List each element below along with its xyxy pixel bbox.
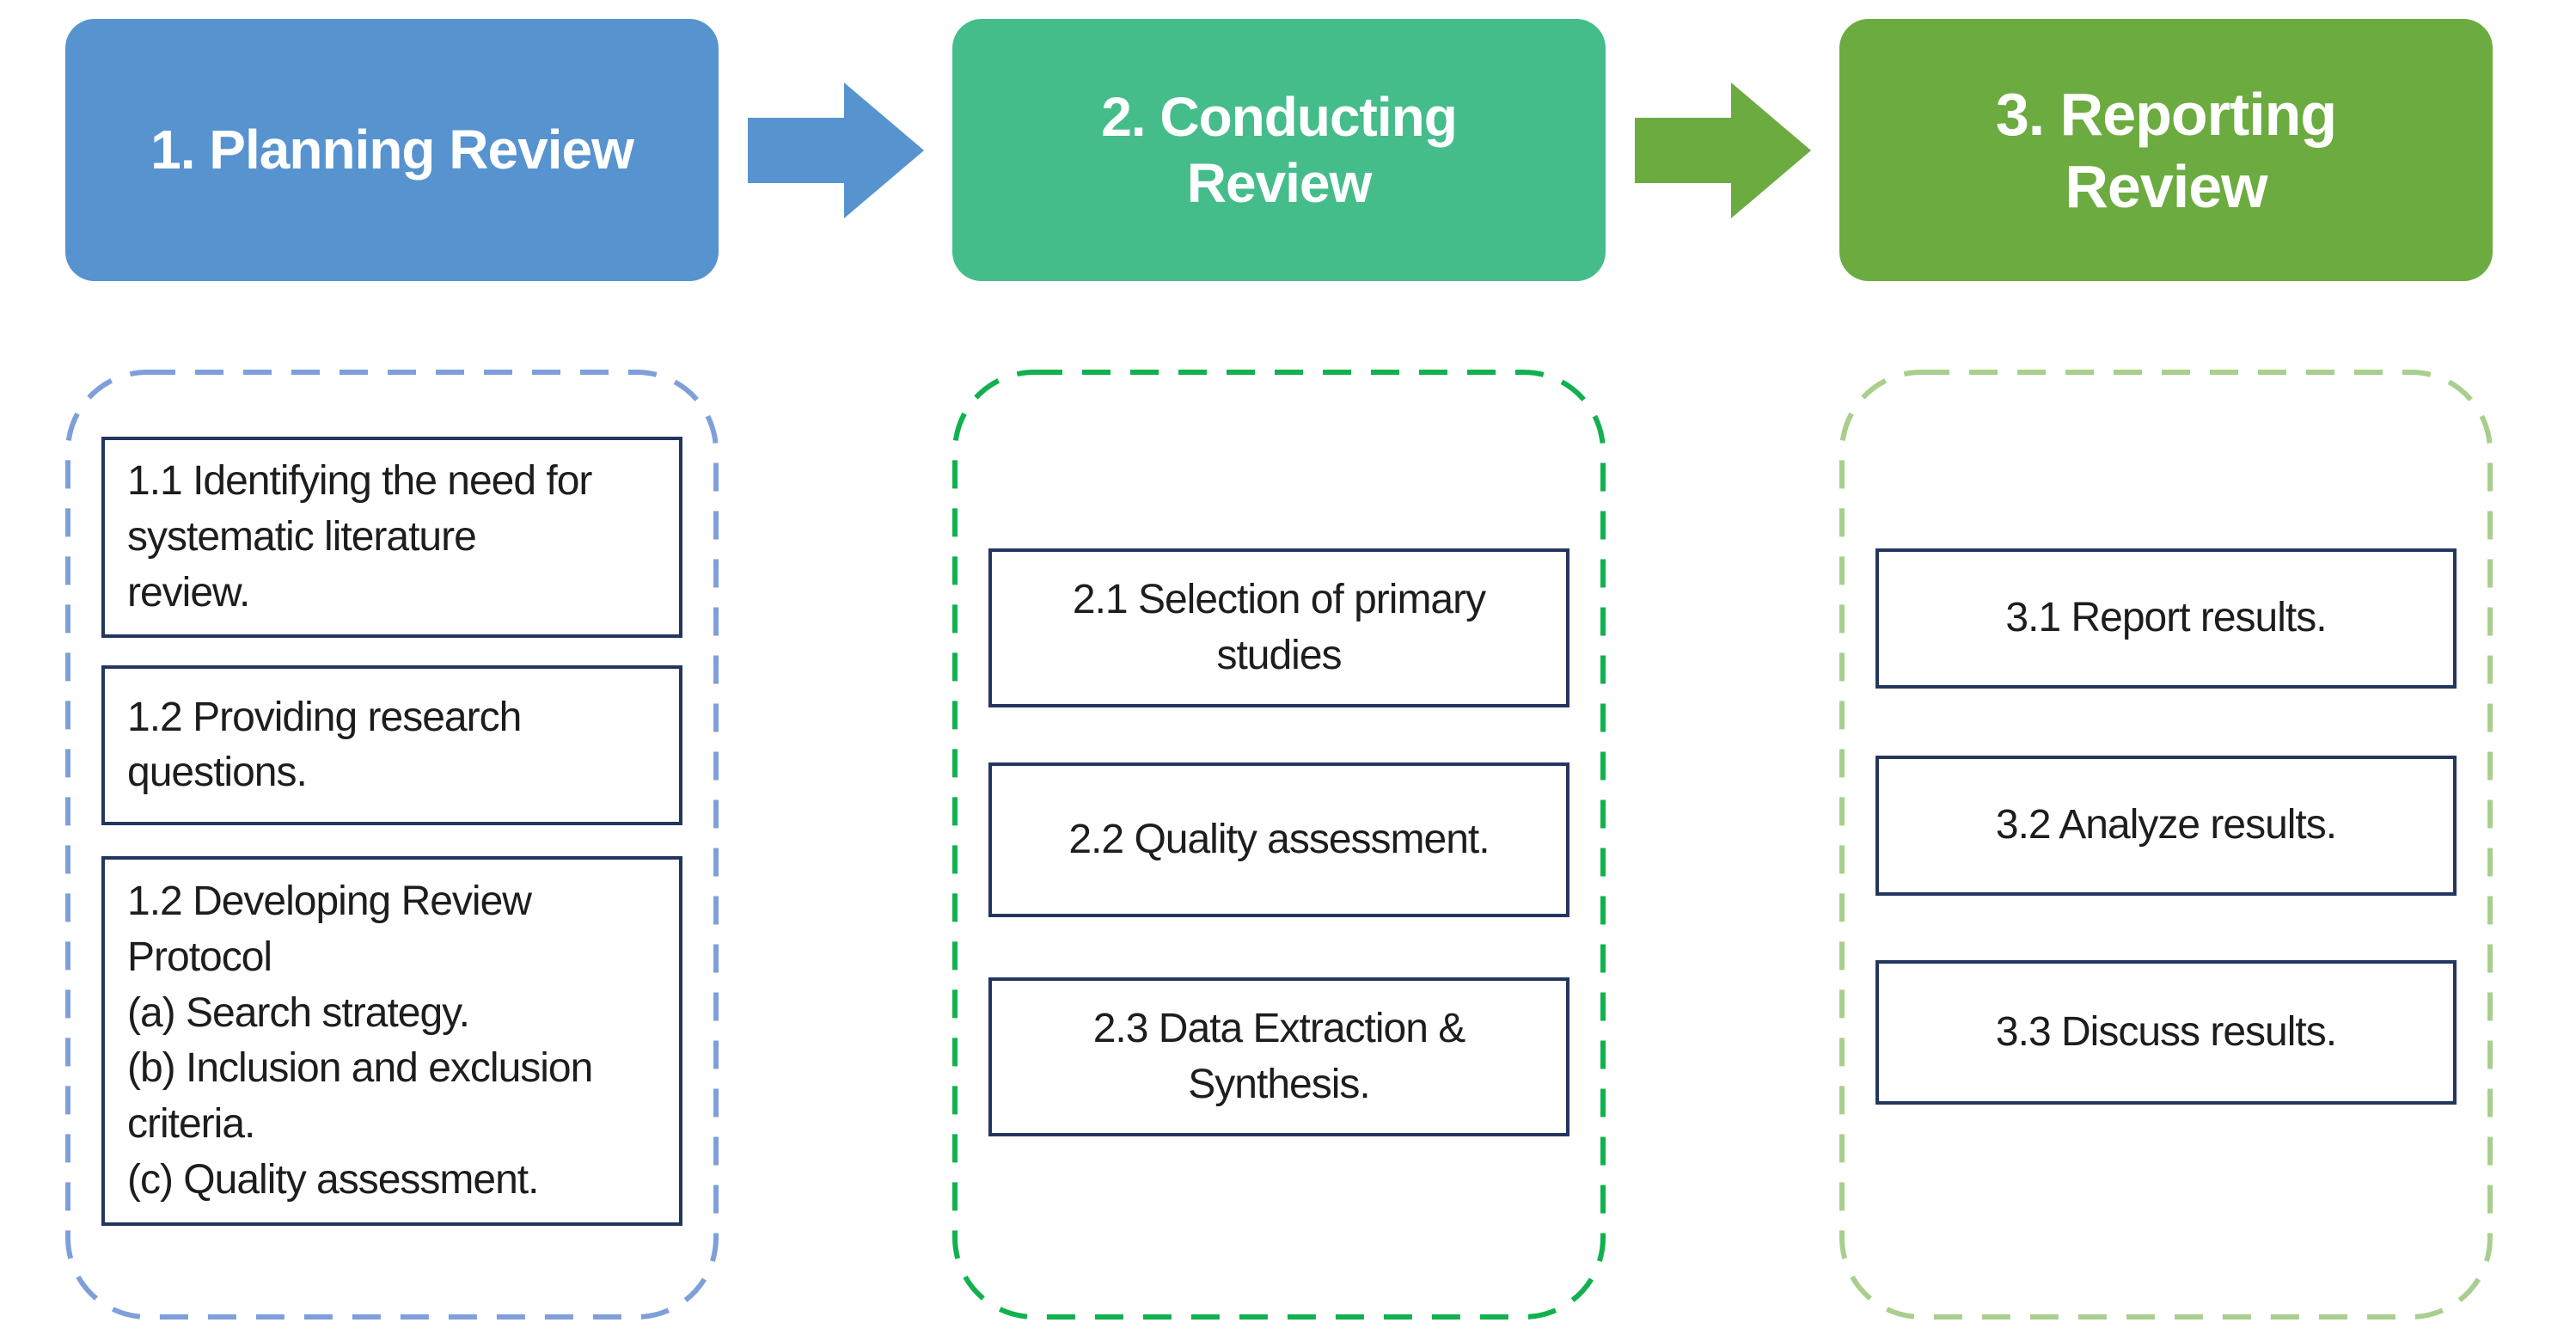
phase-3-panel: 3.1 Report results. 3.2 Analyze results.…: [1839, 370, 2493, 1320]
dashed-outline-rect: [65, 370, 719, 1320]
phase-1-steps: 1.1 Identifying the need for systematic …: [65, 370, 719, 1227]
phase-1-panel: 1.1 Identifying the need for systematic …: [65, 370, 719, 1320]
step-box-1-2: 1.2 Providing research questions.: [101, 665, 682, 826]
phase-3-steps: 3.1 Report results. 3.2 Analyze results.…: [1839, 370, 2493, 1105]
arrow-slot-2: [1606, 69, 1839, 232]
phase-3-header: 3. Reporting Review: [1839, 19, 2493, 281]
phase-2-steps: 2.1 Selection of primary studies 2.2 Qua…: [952, 370, 1606, 1136]
phase-2-panel: 2.1 Selection of primary studies 2.2 Qua…: [952, 370, 1606, 1320]
dashed-outline-rect: [952, 370, 1606, 1320]
diagram-content: 1. Planning Review 2. Conducting Review …: [65, 19, 2493, 1320]
step-box-3-1: 3.1 Report results.: [1875, 548, 2457, 689]
phase-header-row: 1. Planning Review 2. Conducting Review …: [65, 19, 2493, 281]
step-box-2-1: 2.1 Selection of primary studies: [988, 548, 1569, 707]
phase-2-dashed-outline: [952, 370, 1606, 1320]
arrow-right-icon: [747, 82, 924, 218]
step-box-3-3: 3.3 Discuss results.: [1875, 960, 2457, 1105]
phase-1-header: 1. Planning Review: [65, 19, 719, 281]
step-box-1-1: 1.1 Identifying the need for systematic …: [101, 437, 682, 639]
phase-detail-row: 1.1 Identifying the need for systematic …: [65, 370, 2493, 1320]
arrow-slot-1: [719, 69, 952, 232]
step-box-2-2: 2.2 Quality assessment.: [988, 762, 1569, 917]
arrow-right-shape: [1634, 82, 1811, 218]
step-box-1-3: 1.2 Developing Review Protocol (a) Searc…: [101, 856, 682, 1227]
phase-3-dashed-outline: [1839, 370, 2493, 1320]
arrow-right-shape: [747, 82, 924, 218]
phase-1-dashed-outline: [65, 370, 719, 1320]
dashed-outline-rect: [1839, 370, 2493, 1320]
step-box-3-2: 3.2 Analyze results.: [1875, 756, 2457, 896]
phase-2-header: 2. Conducting Review: [952, 19, 1606, 281]
step-box-2-3: 2.3 Data Extraction & Synthesis.: [988, 977, 1569, 1136]
arrow-right-icon: [1634, 82, 1811, 218]
